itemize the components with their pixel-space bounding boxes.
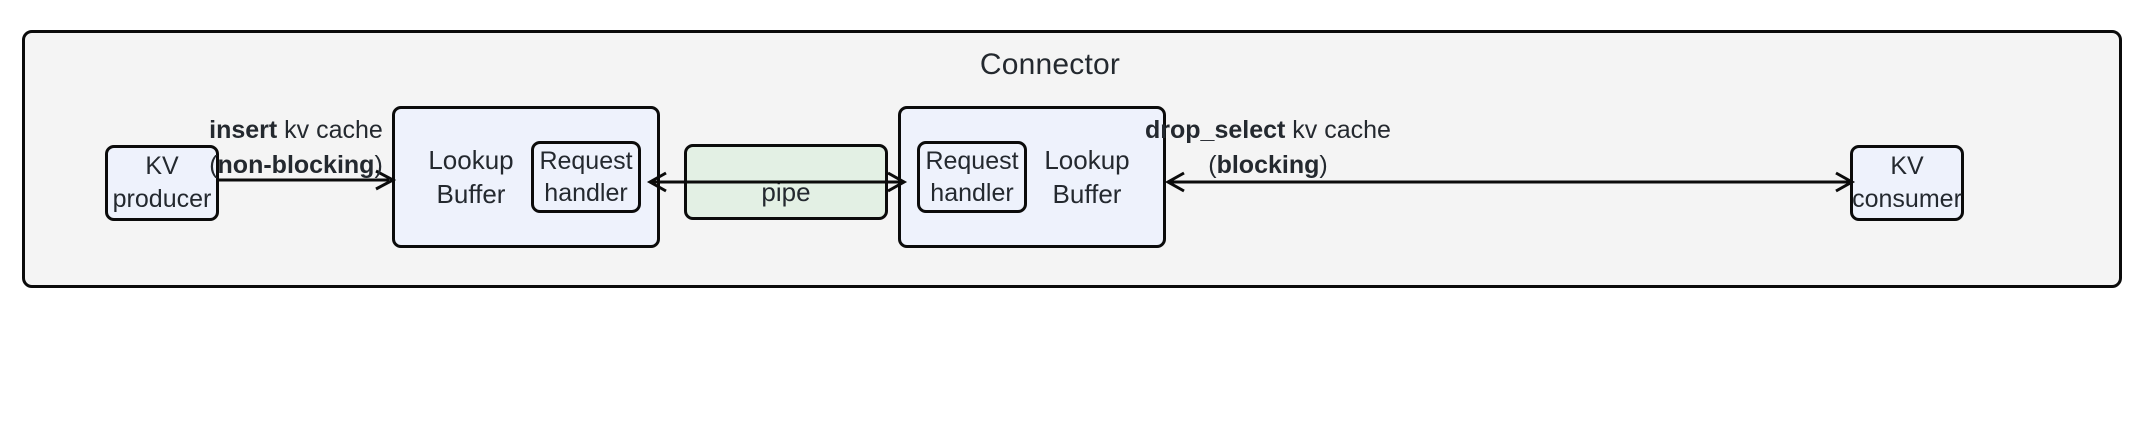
arrow-pipe-transfer (646, 171, 908, 193)
kv-consumer-label: KV consumer (1852, 152, 1962, 213)
arrow-insert (219, 169, 397, 191)
kv-producer-label: KV producer (112, 152, 212, 213)
lookup-buffer-left-label: Lookup Buffer (428, 144, 514, 209)
node-kv-producer[interactable]: KV producer (105, 145, 219, 221)
edge-label-insert-line2: (non-blocking) (209, 150, 383, 179)
node-lookup-buffer-right[interactable]: Request handler Lookup Buffer (898, 106, 1166, 248)
node-request-handler-left[interactable]: Request handler (531, 141, 641, 213)
lookup-buffer-left-contents: Lookup Buffer Request handler (395, 109, 657, 245)
lookup-buffer-right-contents: Request handler Lookup Buffer (901, 109, 1163, 245)
arrow-drop-select (1164, 171, 1856, 193)
edge-label-insert: insert kv cache (non-blocking) (198, 113, 394, 182)
lookup-buffer-right-label: Lookup Buffer (1044, 144, 1130, 209)
connector-title: Connector (979, 48, 1121, 81)
node-request-handler-right[interactable]: Request handler (917, 141, 1027, 213)
edge-label-drop-select-line1: drop_select kv cache (1145, 116, 1391, 144)
edge-label-insert-line1: insert kv cache (209, 116, 383, 144)
node-kv-consumer[interactable]: KV consumer (1850, 145, 1964, 221)
node-lookup-buffer-left[interactable]: Lookup Buffer Request handler (392, 106, 660, 248)
request-handler-right-label: Request handler (925, 146, 1019, 208)
edge-label-drop-select-line2: (blocking) (1208, 150, 1328, 179)
edge-label-drop-select: drop_select kv cache (blocking) (1118, 113, 1418, 182)
request-handler-left-label: Request handler (539, 146, 633, 208)
